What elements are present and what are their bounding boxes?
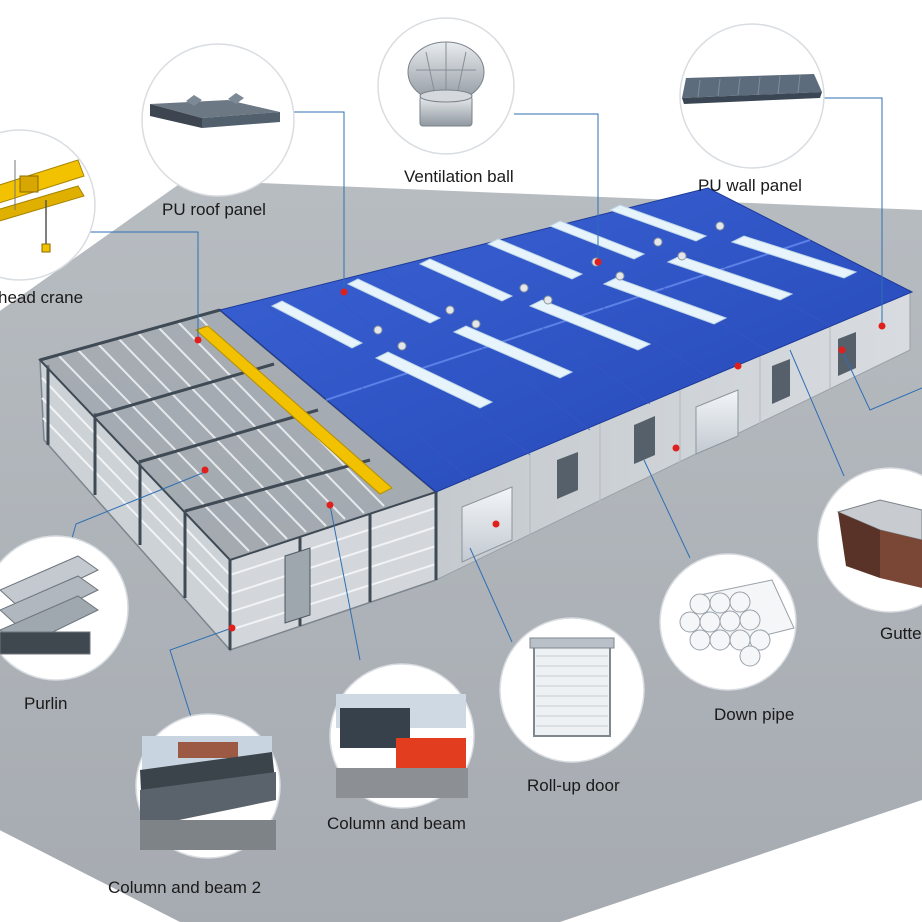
marker bbox=[838, 346, 846, 354]
roof-ventilator bbox=[543, 295, 553, 305]
roof-ventilator bbox=[397, 341, 407, 351]
label-column-and-beam-2: Column and beam 2 bbox=[108, 878, 262, 897]
leader-line-ventilation bbox=[514, 113, 599, 262]
markers bbox=[194, 258, 886, 632]
roof-ventilator bbox=[615, 271, 625, 281]
marker bbox=[594, 258, 602, 266]
skylight bbox=[346, 278, 442, 324]
window-2 bbox=[634, 416, 655, 464]
leader-line-roll-up-door bbox=[469, 547, 513, 643]
label-pu-wall-panel: PU wall panel bbox=[698, 176, 802, 195]
callout-column-and-beam-2 bbox=[135, 713, 281, 859]
leader-line-wall-panel bbox=[822, 97, 883, 326]
callout-down-pipe bbox=[659, 553, 797, 691]
leader-line-crane bbox=[86, 231, 199, 340]
leader-line-down-pipe bbox=[643, 459, 691, 559]
label-overhead-crane: head crane bbox=[0, 288, 84, 307]
marker bbox=[492, 520, 500, 528]
leader-lines bbox=[65, 97, 922, 721]
skylight bbox=[528, 299, 652, 351]
front-door bbox=[284, 547, 311, 624]
roof-ventilator bbox=[653, 237, 663, 247]
marker bbox=[326, 501, 334, 509]
crane-icon bbox=[0, 159, 85, 253]
label-column-and-beam: Column and beam bbox=[327, 814, 466, 833]
window-4 bbox=[838, 332, 856, 376]
marker bbox=[194, 336, 202, 344]
label-down-pipe: Down pipe bbox=[714, 705, 795, 724]
roof-ventilator bbox=[373, 325, 383, 335]
callout-purlin bbox=[0, 535, 129, 681]
roll-up-door-icon bbox=[529, 637, 615, 737]
leader-line-gutter-2 bbox=[789, 349, 845, 477]
label-gutter: Gutte bbox=[880, 624, 922, 643]
label-ventilation-ball: Ventilation ball bbox=[404, 167, 514, 186]
purlin-icon bbox=[0, 555, 99, 655]
roof-ventilator bbox=[677, 251, 687, 261]
window-1 bbox=[557, 452, 578, 499]
skylight bbox=[270, 300, 364, 349]
label-purlin: Purlin bbox=[24, 694, 68, 713]
callout-column-and-beam bbox=[329, 663, 475, 809]
marker bbox=[201, 466, 209, 474]
marker bbox=[672, 444, 680, 452]
gutter-icon bbox=[836, 499, 922, 588]
marker bbox=[878, 322, 886, 330]
skylight bbox=[418, 258, 514, 302]
column-and-beam-2-icon bbox=[140, 736, 276, 850]
roll-up-door-1 bbox=[461, 486, 513, 563]
skylight bbox=[452, 325, 574, 379]
skylight bbox=[608, 204, 708, 242]
marker bbox=[340, 288, 348, 296]
callout-gutter bbox=[817, 467, 922, 613]
skylight bbox=[666, 255, 794, 301]
leader-line-column-beam-2 bbox=[169, 627, 233, 721]
window-3 bbox=[772, 359, 790, 404]
leader-line-column-beam bbox=[329, 504, 361, 661]
pu-roof-panel-icon bbox=[150, 93, 280, 128]
leader-line-roof-panel bbox=[280, 111, 345, 292]
callout-ventilation-ball bbox=[377, 17, 515, 155]
roof-ventilator bbox=[471, 319, 481, 329]
roof-ventilator bbox=[519, 283, 529, 293]
roof-ventilator bbox=[715, 221, 725, 231]
callout-pu-wall-panel bbox=[679, 23, 825, 169]
callout-overhead-crane bbox=[0, 129, 96, 281]
skylight bbox=[730, 235, 858, 279]
skylight bbox=[486, 238, 584, 280]
leader-line-gutter bbox=[841, 349, 922, 411]
down-pipe-icon bbox=[679, 579, 795, 667]
roll-up-door-2 bbox=[695, 389, 739, 455]
column-and-beam-icon bbox=[336, 694, 468, 798]
skylight bbox=[602, 277, 728, 325]
ventilation-ball-icon bbox=[407, 41, 485, 127]
skylight bbox=[548, 220, 646, 260]
skylight bbox=[374, 351, 494, 409]
marker bbox=[734, 362, 742, 370]
label-roll-up-door: Roll-up door bbox=[527, 776, 620, 795]
crane-beam bbox=[195, 325, 393, 495]
callout-pu-roof-panel bbox=[141, 43, 295, 197]
roof-ventilator bbox=[445, 305, 455, 315]
pu-wall-panel-icon bbox=[682, 74, 822, 104]
steel-building bbox=[38, 187, 914, 652]
marker bbox=[228, 624, 236, 632]
label-pu-roof-panel: PU roof panel bbox=[162, 200, 266, 219]
callout-roll-up-door bbox=[499, 617, 645, 763]
